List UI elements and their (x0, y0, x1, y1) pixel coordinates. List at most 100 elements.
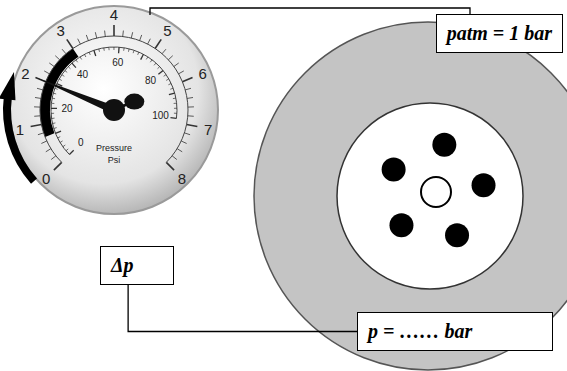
bar-tick (113, 25, 115, 36)
bar-tick (86, 35, 88, 41)
psi-tick (133, 50, 135, 53)
psi-tick (168, 83, 171, 84)
bar-tick (174, 63, 179, 67)
psi-tick (59, 79, 62, 80)
psi-tick (128, 49, 130, 52)
psi-tick (84, 54, 85, 57)
wheel-bolts (382, 133, 496, 247)
box-text: p = …… bar (368, 320, 472, 342)
bar-tick (184, 133, 190, 135)
psi-tick (166, 79, 169, 80)
psi-tick (173, 98, 176, 100)
scale-number: 0 (78, 138, 84, 148)
needle-tail (124, 94, 144, 110)
psi-tick (55, 88, 58, 89)
psi-tick (89, 52, 90, 55)
bar-tick (62, 49, 66, 54)
direction-arrow (7, 96, 34, 181)
psi-tick (52, 122, 55, 124)
bar-tick (177, 149, 182, 152)
psi-tick (62, 75, 64, 77)
psi-tick (158, 67, 160, 69)
psi-tick (51, 108, 57, 109)
psi-tick (174, 108, 177, 109)
scale-number: 0 (42, 170, 50, 185)
gauge-caption: Pressure (96, 144, 132, 153)
psi-tick (123, 48, 124, 51)
scale-number: 7 (204, 121, 212, 136)
bar-tick (166, 162, 174, 170)
gauge-scale (0, 25, 197, 181)
scale-number: 8 (178, 170, 186, 185)
bar-tick (54, 162, 62, 170)
bar-tick (182, 77, 192, 81)
psi-tick (169, 93, 175, 95)
psi-tick (66, 149, 68, 151)
arrow-head (0, 72, 15, 100)
psi-tick (170, 88, 173, 89)
box-text: patm = 1 bar (447, 22, 552, 44)
scale-number: 5 (163, 23, 171, 38)
psi-tick (138, 52, 139, 55)
scale-number: 80 (145, 76, 156, 86)
psi-tick (113, 47, 114, 50)
bar-tick (187, 124, 198, 126)
psi-tick (174, 113, 177, 114)
tire (254, 22, 567, 370)
needle-hub (103, 99, 125, 121)
psi-tick (103, 48, 104, 51)
bar-tick (49, 63, 54, 67)
psi-tick (118, 47, 120, 53)
bar-tick (148, 39, 151, 44)
scale-number: 3 (56, 23, 64, 38)
psi-tick (53, 93, 56, 95)
wheel-bolt (445, 223, 469, 247)
psi-tick (55, 131, 61, 133)
bar-tick (41, 141, 46, 144)
bar-tick (187, 97, 193, 99)
bar-tick (78, 39, 81, 44)
bar-tick (168, 56, 172, 60)
psi-tick (72, 63, 76, 67)
psi-tick (150, 60, 152, 62)
psi-tick (146, 57, 148, 60)
bar-tick (140, 35, 142, 41)
wheel-hub (337, 103, 523, 289)
scale-number: 2 (21, 66, 29, 81)
scale-number: 1 (16, 121, 24, 136)
bar-tick (185, 88, 191, 90)
scale-number: 20 (61, 104, 72, 114)
bar-tick (38, 133, 44, 135)
wheel-bolt (389, 213, 413, 237)
psi-scale-arc (51, 47, 177, 155)
bar-tick (131, 32, 132, 38)
psi-tick (51, 103, 54, 104)
psi-tick (60, 141, 63, 143)
wheel-bolt (382, 157, 406, 181)
psi-tick (58, 137, 61, 138)
wheel-bolt (472, 173, 496, 197)
scale-number: 4 (110, 7, 118, 22)
psi-tick (164, 75, 166, 77)
hub-centre (421, 177, 451, 207)
bar-tick (34, 106, 40, 107)
psi-tick (51, 113, 54, 114)
bar-tick (172, 156, 177, 160)
psi-tick (98, 49, 100, 52)
bar-tick (155, 39, 161, 48)
connector-line (128, 285, 357, 332)
scale-number: 6 (199, 66, 207, 81)
bar-tick (122, 31, 124, 37)
scale-number: 40 (77, 70, 88, 80)
tire-pressure-box: p = …… bar (357, 312, 553, 351)
bar-tick (31, 124, 42, 126)
pressure-difference-box: Δp (100, 246, 174, 285)
psi-tick (94, 50, 96, 56)
bar-tick (188, 106, 194, 107)
gauge-caption: Psi (108, 156, 121, 165)
scale-number: 100 (152, 111, 169, 121)
bar-scale-arc (40, 36, 188, 162)
bar-tick (51, 156, 56, 160)
gauge-face (10, 6, 218, 214)
bar-tick (181, 141, 186, 144)
